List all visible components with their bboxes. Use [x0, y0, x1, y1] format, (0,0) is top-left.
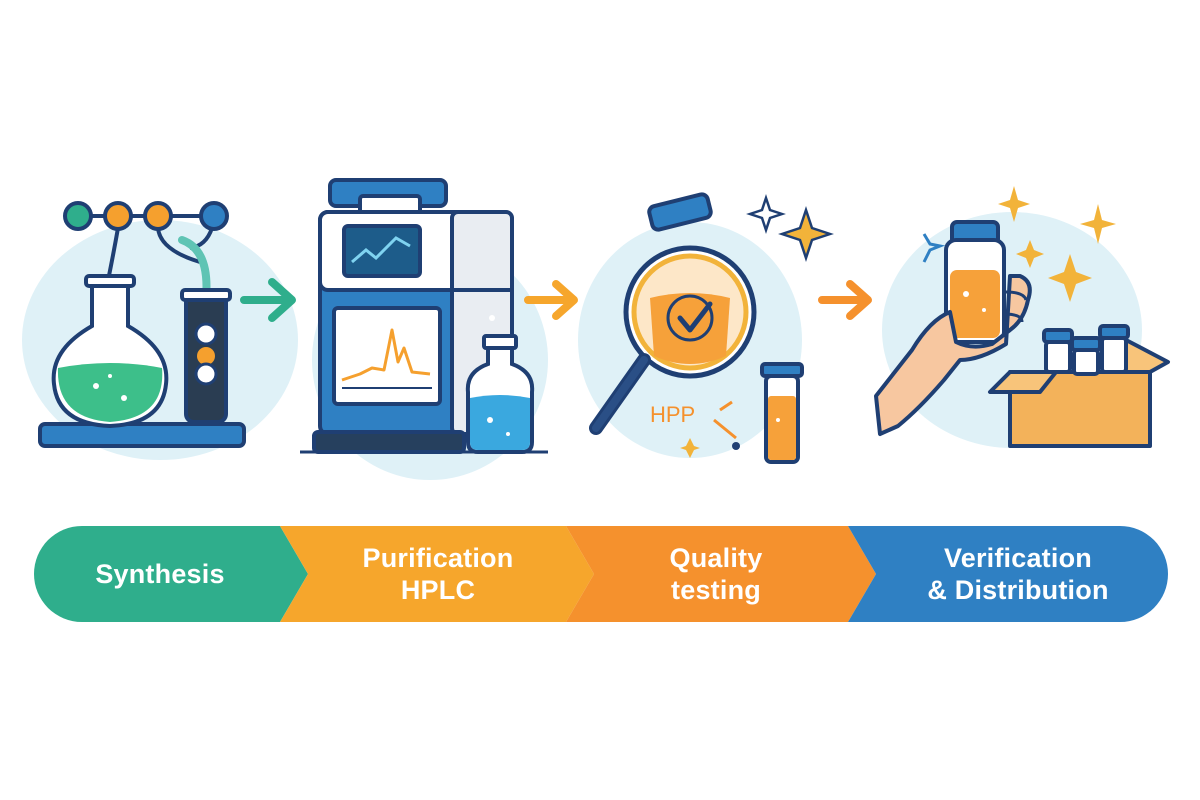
step-label-synthesis: Synthesis [40, 526, 280, 622]
step-banner [34, 526, 1168, 622]
step-synthesis-line-1: Synthesis [95, 559, 225, 589]
hand-vial-box-icon [874, 186, 1170, 448]
flask-molecule-icon [22, 201, 298, 460]
step-quality-line-2: testing [671, 575, 761, 605]
chevron-segment-purification [280, 526, 594, 622]
arrow-icon [818, 280, 872, 320]
hplc-tag: HPP [650, 402, 695, 427]
chevron-segment-verification [848, 526, 1168, 622]
step-verification-line-1: Verification [944, 543, 1092, 573]
step-label-purification: Purification HPLC [318, 526, 558, 622]
magnifier-vial-icon: HPP [578, 192, 834, 464]
step-purification-line-2: HPLC [400, 575, 476, 605]
step-purification-line-1: Purification [362, 543, 514, 573]
step-label-verification: Verification & Distribution [878, 526, 1158, 622]
chevron-segment-synthesis [34, 526, 308, 622]
step-verification-line-2: & Distribution [927, 575, 1109, 605]
step-label-quality: Quality testing [596, 526, 836, 622]
hplc-machine-icon [300, 178, 548, 480]
arrow-icon [524, 280, 578, 320]
chevron-segment-quality [566, 526, 876, 622]
arrow-icon [240, 278, 296, 322]
step-quality-line-1: Quality [669, 543, 763, 573]
